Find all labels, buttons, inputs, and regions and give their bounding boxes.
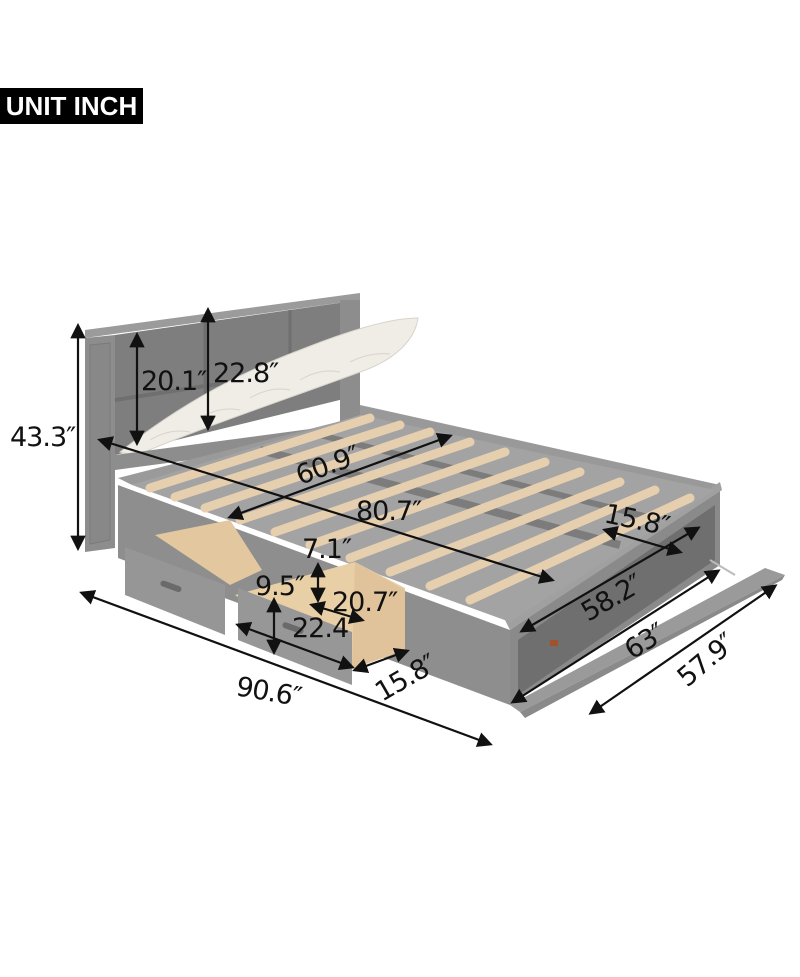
label-drawer-height: 9.5″ <box>255 571 305 602</box>
unit-badge: UNIT INCH <box>0 88 143 124</box>
label-overall-length: 90.6″ <box>234 671 304 713</box>
bed-illustration <box>85 293 785 718</box>
label-headboard-inner-height: 20.1″ <box>141 366 207 397</box>
dimension-arrows <box>70 306 778 747</box>
label-footboard-door-width: 57.9″ <box>672 627 743 693</box>
label-drawer-inner-depth: 20.7″ <box>332 587 398 618</box>
label-side-rail-height: 7.1″ <box>302 534 352 565</box>
label-overall-height: 43.3″ <box>10 422 76 453</box>
label-inner-length: 80.7″ <box>356 496 422 527</box>
label-drawer-width: 22.4″ <box>292 613 358 644</box>
label-headboard-cushion-height: 22.8″ <box>213 358 279 389</box>
